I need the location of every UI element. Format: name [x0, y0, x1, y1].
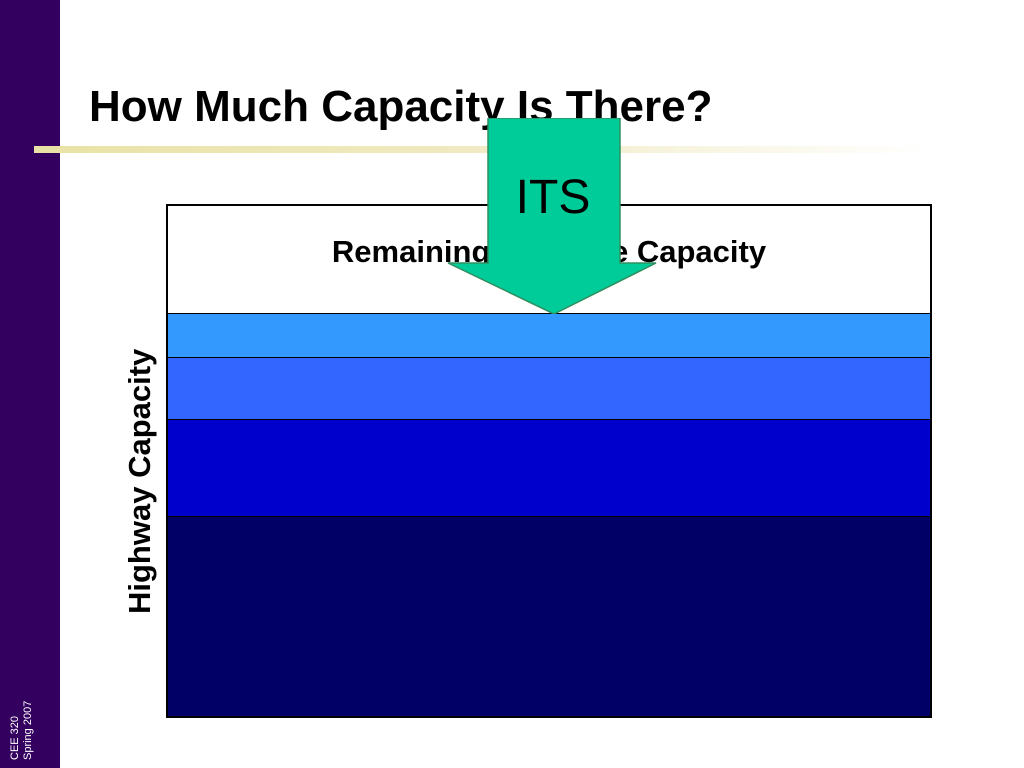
left-sidebar-bar: [0, 0, 60, 768]
its-arrow: [447, 118, 657, 314]
capacity-band-medium-blue: [168, 357, 930, 419]
footer-course: CEE 320: [9, 715, 21, 760]
footer-term: Spring 2007: [22, 700, 34, 760]
capacity-band-navy: [168, 516, 930, 716]
its-arrow-shape: [447, 118, 657, 314]
highway-capacity-axis-label: Highway Capacity: [122, 348, 157, 614]
title-underline-rule: [34, 146, 934, 153]
its-label: ITS: [515, 171, 591, 224]
footer-course-info: CEE 320 Spring 2007: [9, 701, 35, 760]
capacity-band-light-blue: [168, 313, 930, 357]
capacity-band-blue: [168, 419, 930, 516]
